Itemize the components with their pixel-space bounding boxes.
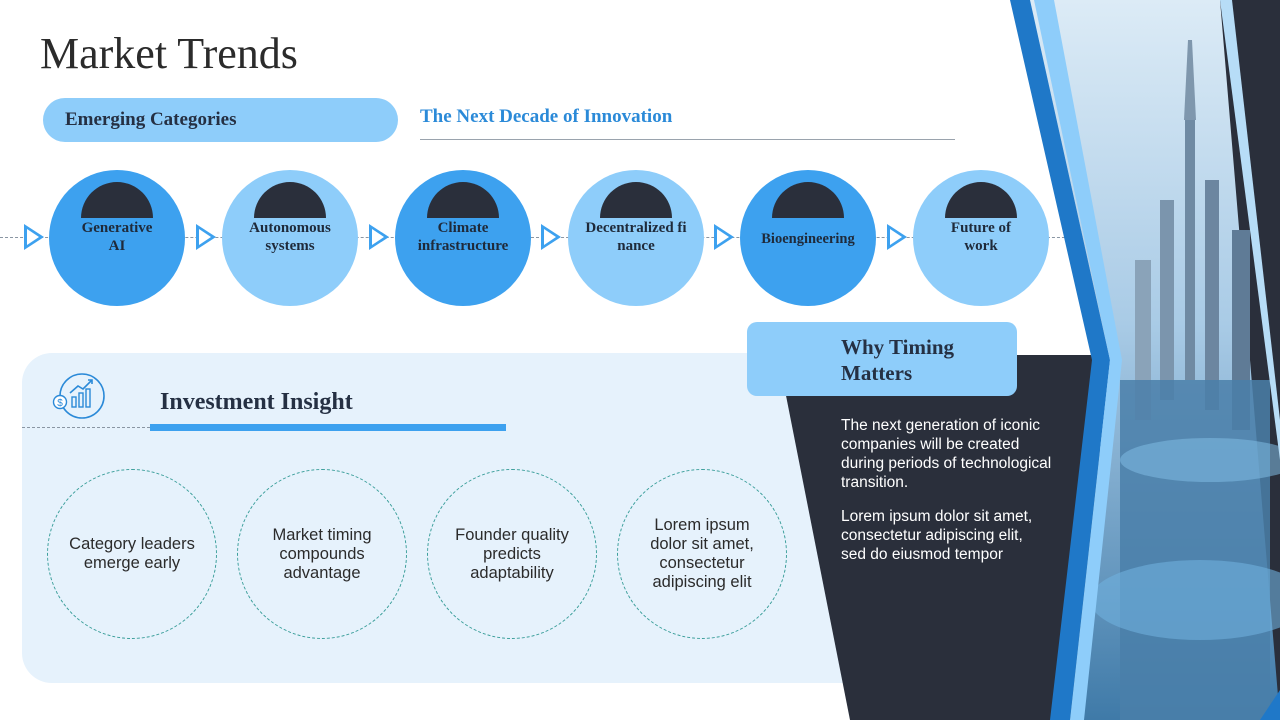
stage-bioengineering: Bioengineering: [740, 170, 876, 306]
insight-point: Lorem ipsum dolor sit amet, consectetur …: [617, 469, 787, 639]
insight-point: Category leaders emerge early: [47, 469, 217, 639]
timeline-arrow-icon: [887, 224, 907, 250]
stage-autonomous-systems: Autonomous systems: [222, 170, 358, 306]
timing-paragraph-1: The next generation of iconic companies …: [841, 417, 1052, 491]
stage-label: Decentralized finance: [585, 220, 687, 254]
emerging-categories-pill: Emerging Categories: [43, 98, 398, 142]
stage-future-of-work: Future of work: [913, 170, 1049, 306]
stage-label: Future of work: [950, 220, 1012, 254]
pill-label: Emerging Categories: [65, 109, 237, 130]
investment-insight-title: Investment Insight: [160, 389, 353, 415]
why-timing-box: [747, 322, 1017, 396]
stage-generative-ai: Generative AI: [49, 170, 185, 306]
timing-paragraph-2: Lorem ipsum dolor sit amet, consectetur …: [841, 508, 1033, 563]
stage-label: Climate infrastructure: [417, 220, 509, 254]
timeline-arrow-icon: [714, 224, 734, 250]
subtitle-underline: [420, 139, 955, 140]
svg-text:$: $: [57, 398, 63, 409]
stage-decentralized-finance: Decentralized finance: [568, 170, 704, 306]
timeline-dashed-line: [0, 237, 1080, 238]
section-subtitle: The Next Decade of Innovation: [420, 106, 673, 127]
stage-label: Autonomous systems: [249, 220, 331, 254]
futuristic-city-image: [1010, 0, 1280, 720]
dark-angled-panel: [778, 355, 1100, 720]
insight-accent-bar: [150, 424, 506, 431]
insight-point: Founder quality predicts adaptability: [427, 469, 597, 639]
insight-point: Market timing compounds advantage: [237, 469, 407, 639]
stage-label: Generative AI: [81, 220, 153, 254]
slide-title: Market Trends: [40, 29, 298, 78]
stage-label: Bioengineering: [761, 231, 855, 247]
timeline-arrow-icon: [541, 224, 561, 250]
money-growth-chart-icon: $: [52, 373, 105, 419]
timeline-arrow-icon: [24, 224, 44, 250]
stage-climate-infrastructure: Climate infrastructure: [395, 170, 531, 306]
timeline-arrow-icon: [369, 224, 389, 250]
why-timing-title: Why Timing Matters: [841, 335, 955, 385]
insight-dashed-line: [22, 427, 150, 428]
timeline-arrow-icon: [196, 224, 216, 250]
